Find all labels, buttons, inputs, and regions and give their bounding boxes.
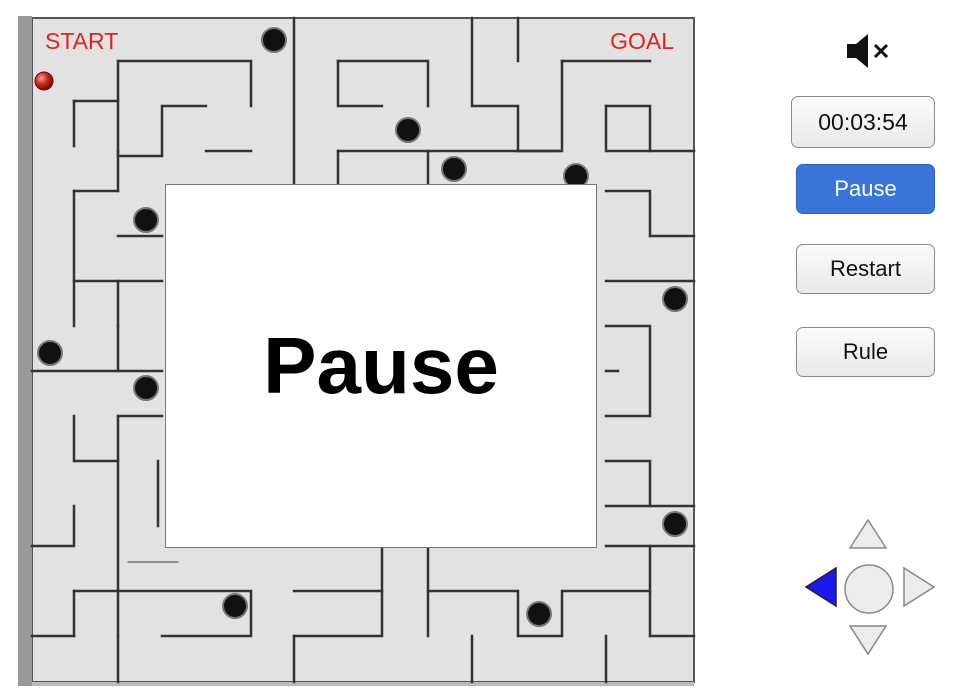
rule-button[interactable]: Rule — [796, 327, 935, 377]
hole — [133, 207, 159, 233]
hole — [662, 511, 688, 537]
down-arrow-button[interactable] — [846, 622, 890, 658]
maze-holes — [37, 27, 688, 627]
hole — [441, 156, 467, 182]
pause-title: Pause — [263, 321, 499, 410]
pause-overlay[interactable]: Pause — [165, 184, 597, 548]
goal-label: GOAL — [610, 28, 674, 54]
speaker-muted-icon[interactable] — [843, 30, 895, 72]
maze-left-shadow — [18, 16, 32, 686]
hole — [222, 593, 248, 619]
start-label: START — [45, 28, 119, 54]
hole — [526, 601, 552, 627]
restart-button[interactable]: Restart — [796, 244, 935, 294]
right-arrow-button[interactable] — [900, 564, 940, 610]
maze-bottom-shadow — [32, 682, 694, 686]
direction-pad — [798, 512, 943, 662]
hole — [37, 340, 63, 366]
left-arrow-button[interactable] — [800, 564, 840, 610]
hole — [261, 27, 287, 53]
timer-display: 00:03:54 — [791, 96, 935, 148]
hole — [395, 117, 421, 143]
maze-walls — [30, 16, 696, 684]
center-button[interactable] — [842, 562, 896, 616]
player-ball — [34, 71, 54, 91]
hole — [133, 375, 159, 401]
up-arrow-button[interactable] — [846, 516, 890, 552]
pause-button[interactable]: Pause — [796, 164, 935, 214]
maze-board: START GOAL Pause — [18, 16, 696, 686]
hole — [662, 286, 688, 312]
